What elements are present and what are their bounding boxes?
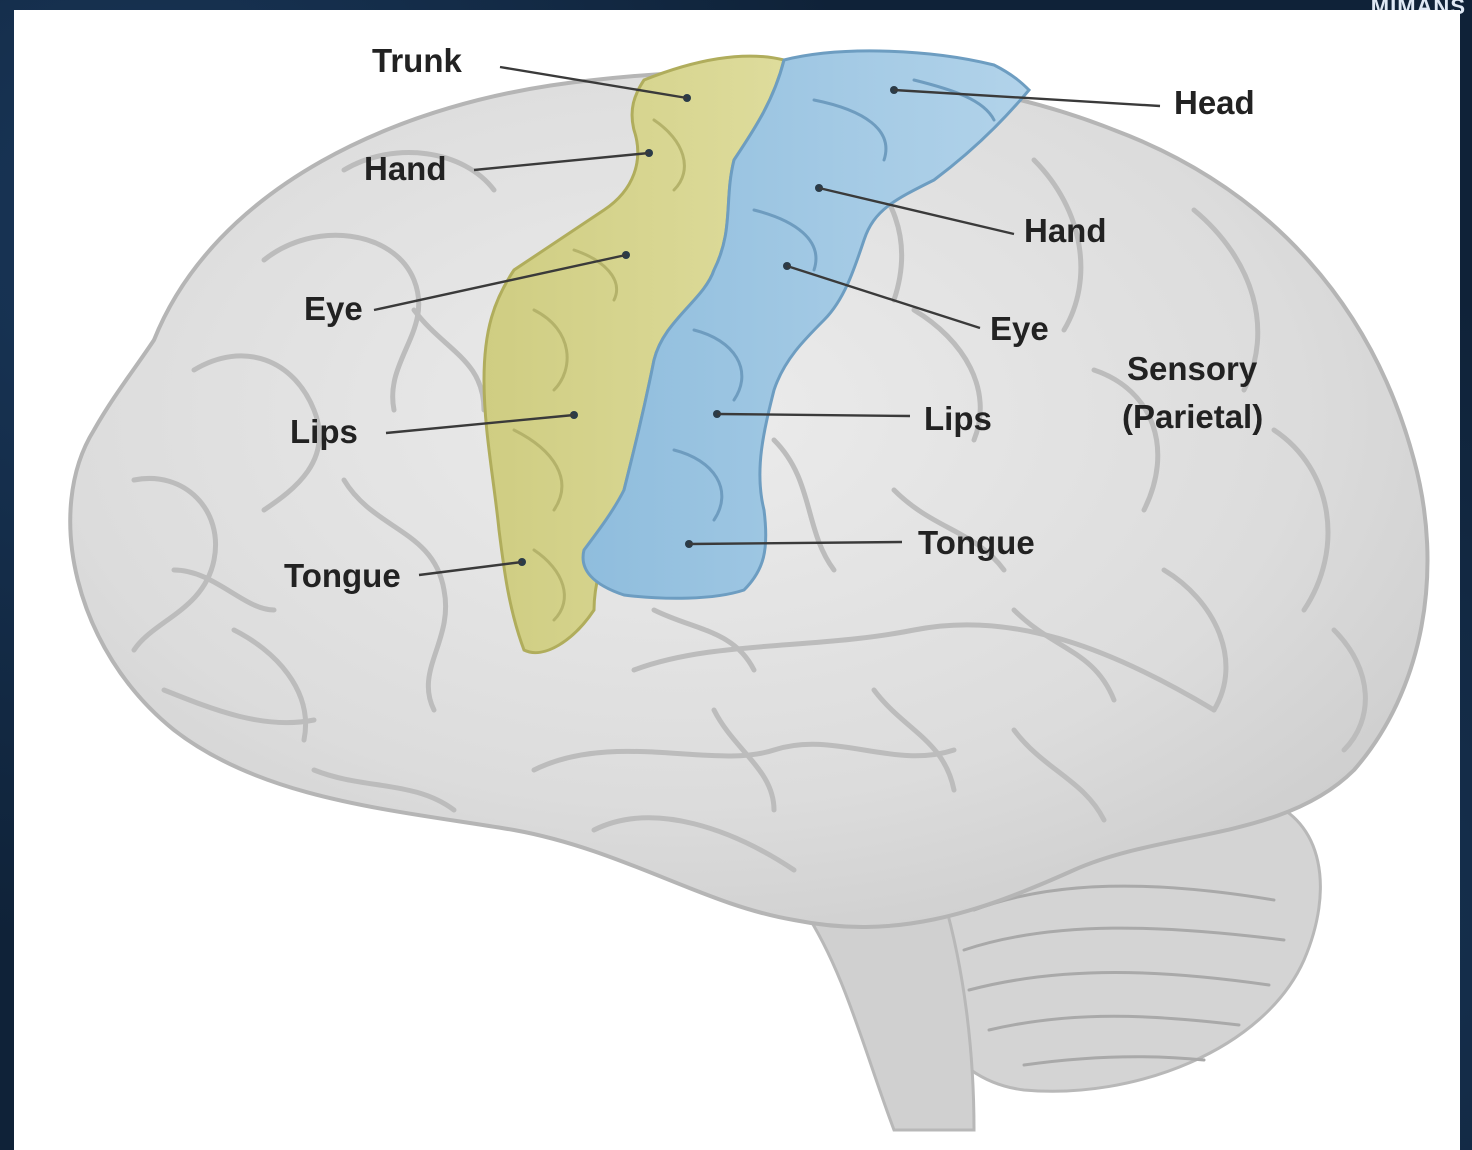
label-motor-hand: Hand: [364, 150, 447, 187]
label-region-sensory: Sensory: [1127, 350, 1258, 387]
label-motor-trunk: Trunk: [372, 42, 462, 79]
label-motor-eye: Eye: [304, 290, 363, 327]
label-sensory-head: Head: [1174, 84, 1255, 121]
brainstem: [804, 900, 974, 1130]
brain-diagram: Trunk Hand Eye Lips Tongue Head Hand Eye…: [14, 10, 1460, 1150]
label-motor-lips: Lips: [290, 413, 358, 450]
label-sensory-eye: Eye: [990, 310, 1049, 347]
label-sensory-tongue: Tongue: [918, 524, 1035, 561]
diagram-panel: Trunk Hand Eye Lips Tongue Head Hand Eye…: [14, 10, 1460, 1150]
label-region-parietal: (Parietal): [1122, 398, 1263, 435]
label-motor-tongue: Tongue: [284, 557, 401, 594]
label-sensory-hand: Hand: [1024, 212, 1107, 249]
label-sensory-lips: Lips: [924, 400, 992, 437]
